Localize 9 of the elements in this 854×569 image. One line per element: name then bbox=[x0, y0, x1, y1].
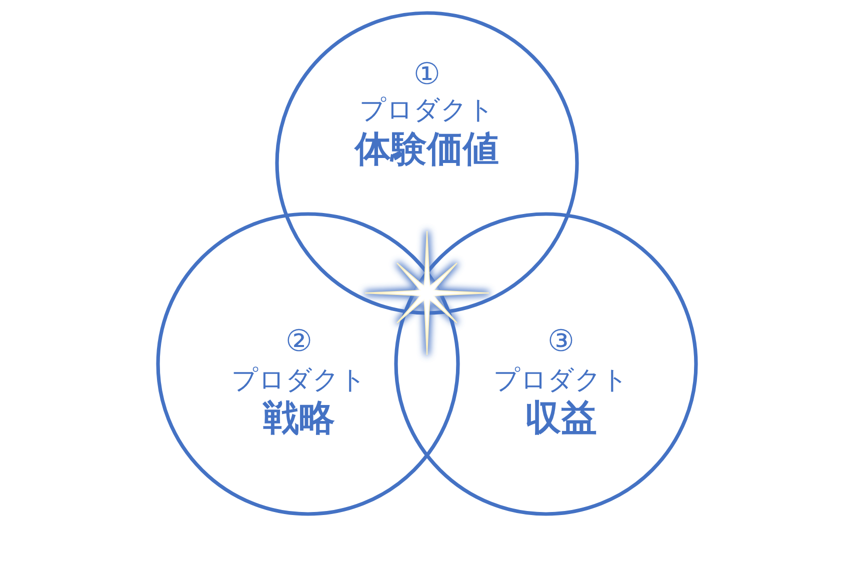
number-label: ① bbox=[414, 58, 440, 92]
category-label: プロダクト bbox=[494, 366, 628, 396]
category-label: プロダクト bbox=[232, 366, 366, 396]
number-label: ③ bbox=[548, 325, 574, 359]
title-text: 戦略 bbox=[263, 398, 335, 440]
title-text: 体験価値 bbox=[355, 130, 499, 170]
category-label: プロダクト bbox=[360, 96, 494, 126]
number-label: ② bbox=[286, 325, 312, 359]
title-text: 収益 bbox=[525, 398, 597, 440]
